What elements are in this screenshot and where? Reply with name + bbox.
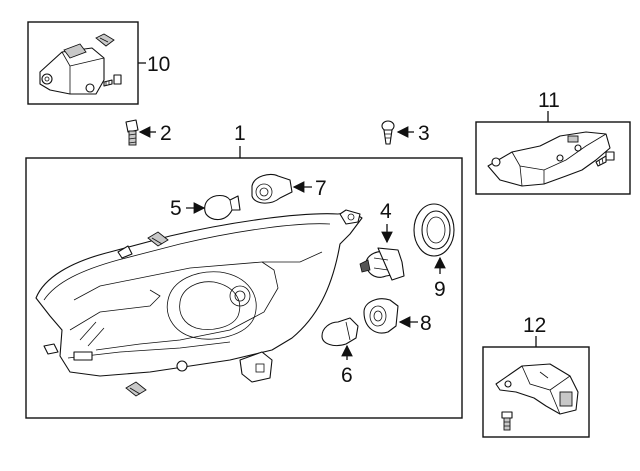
headlamp-assembly-icon — [35, 209, 363, 383]
part-3: 3 — [381, 120, 430, 145]
callout-1: 1 — [234, 122, 246, 145]
bulb-4-icon — [359, 247, 405, 281]
callout-2: 2 — [160, 122, 172, 145]
nut-icon-upper — [147, 231, 169, 247]
part-12-inset: 12 — [482, 314, 590, 438]
callout-8: 8 — [420, 312, 432, 335]
part-6: 6 — [321, 317, 359, 387]
part-2: 2 — [125, 119, 172, 146]
part-11-inset: 11 — [475, 89, 631, 195]
mount-bracket-icon — [39, 43, 105, 95]
part-5: 5 — [170, 194, 241, 221]
bulb-5-icon — [204, 194, 241, 221]
callout-9: 9 — [434, 278, 446, 301]
callout-4: 4 — [380, 200, 392, 223]
lower-bracket-icon — [495, 363, 579, 415]
part-7: 7 — [251, 173, 327, 204]
callout-7: 7 — [315, 177, 327, 200]
nut-icon-lower — [125, 381, 147, 397]
seal-cap-9-icon — [413, 203, 455, 257]
socket-7-icon — [251, 173, 293, 204]
callout-3: 3 — [418, 122, 430, 145]
callout-12: 12 — [523, 314, 546, 337]
part-9: 9 — [413, 203, 455, 301]
callout-5: 5 — [170, 197, 182, 220]
callout-10: 10 — [147, 53, 170, 76]
callout-11: 11 — [538, 89, 560, 112]
part-1-label: 1 — [234, 122, 246, 158]
clip-nut-icon — [95, 33, 115, 47]
bracket-12-screw-icon — [501, 411, 513, 431]
part-4: 4 — [359, 200, 405, 281]
socket-8-icon — [363, 298, 399, 334]
screw-icon — [103, 74, 122, 87]
bolt-icon — [125, 119, 139, 146]
push-clip-icon — [381, 120, 395, 145]
headlamp-bracket-icon — [487, 131, 611, 187]
part-8: 8 — [363, 298, 432, 335]
bracket-screw-icon — [595, 151, 615, 167]
bulb-6-icon — [321, 317, 359, 347]
callout-6: 6 — [341, 364, 353, 387]
part-10-inset: 10 — [27, 21, 170, 105]
